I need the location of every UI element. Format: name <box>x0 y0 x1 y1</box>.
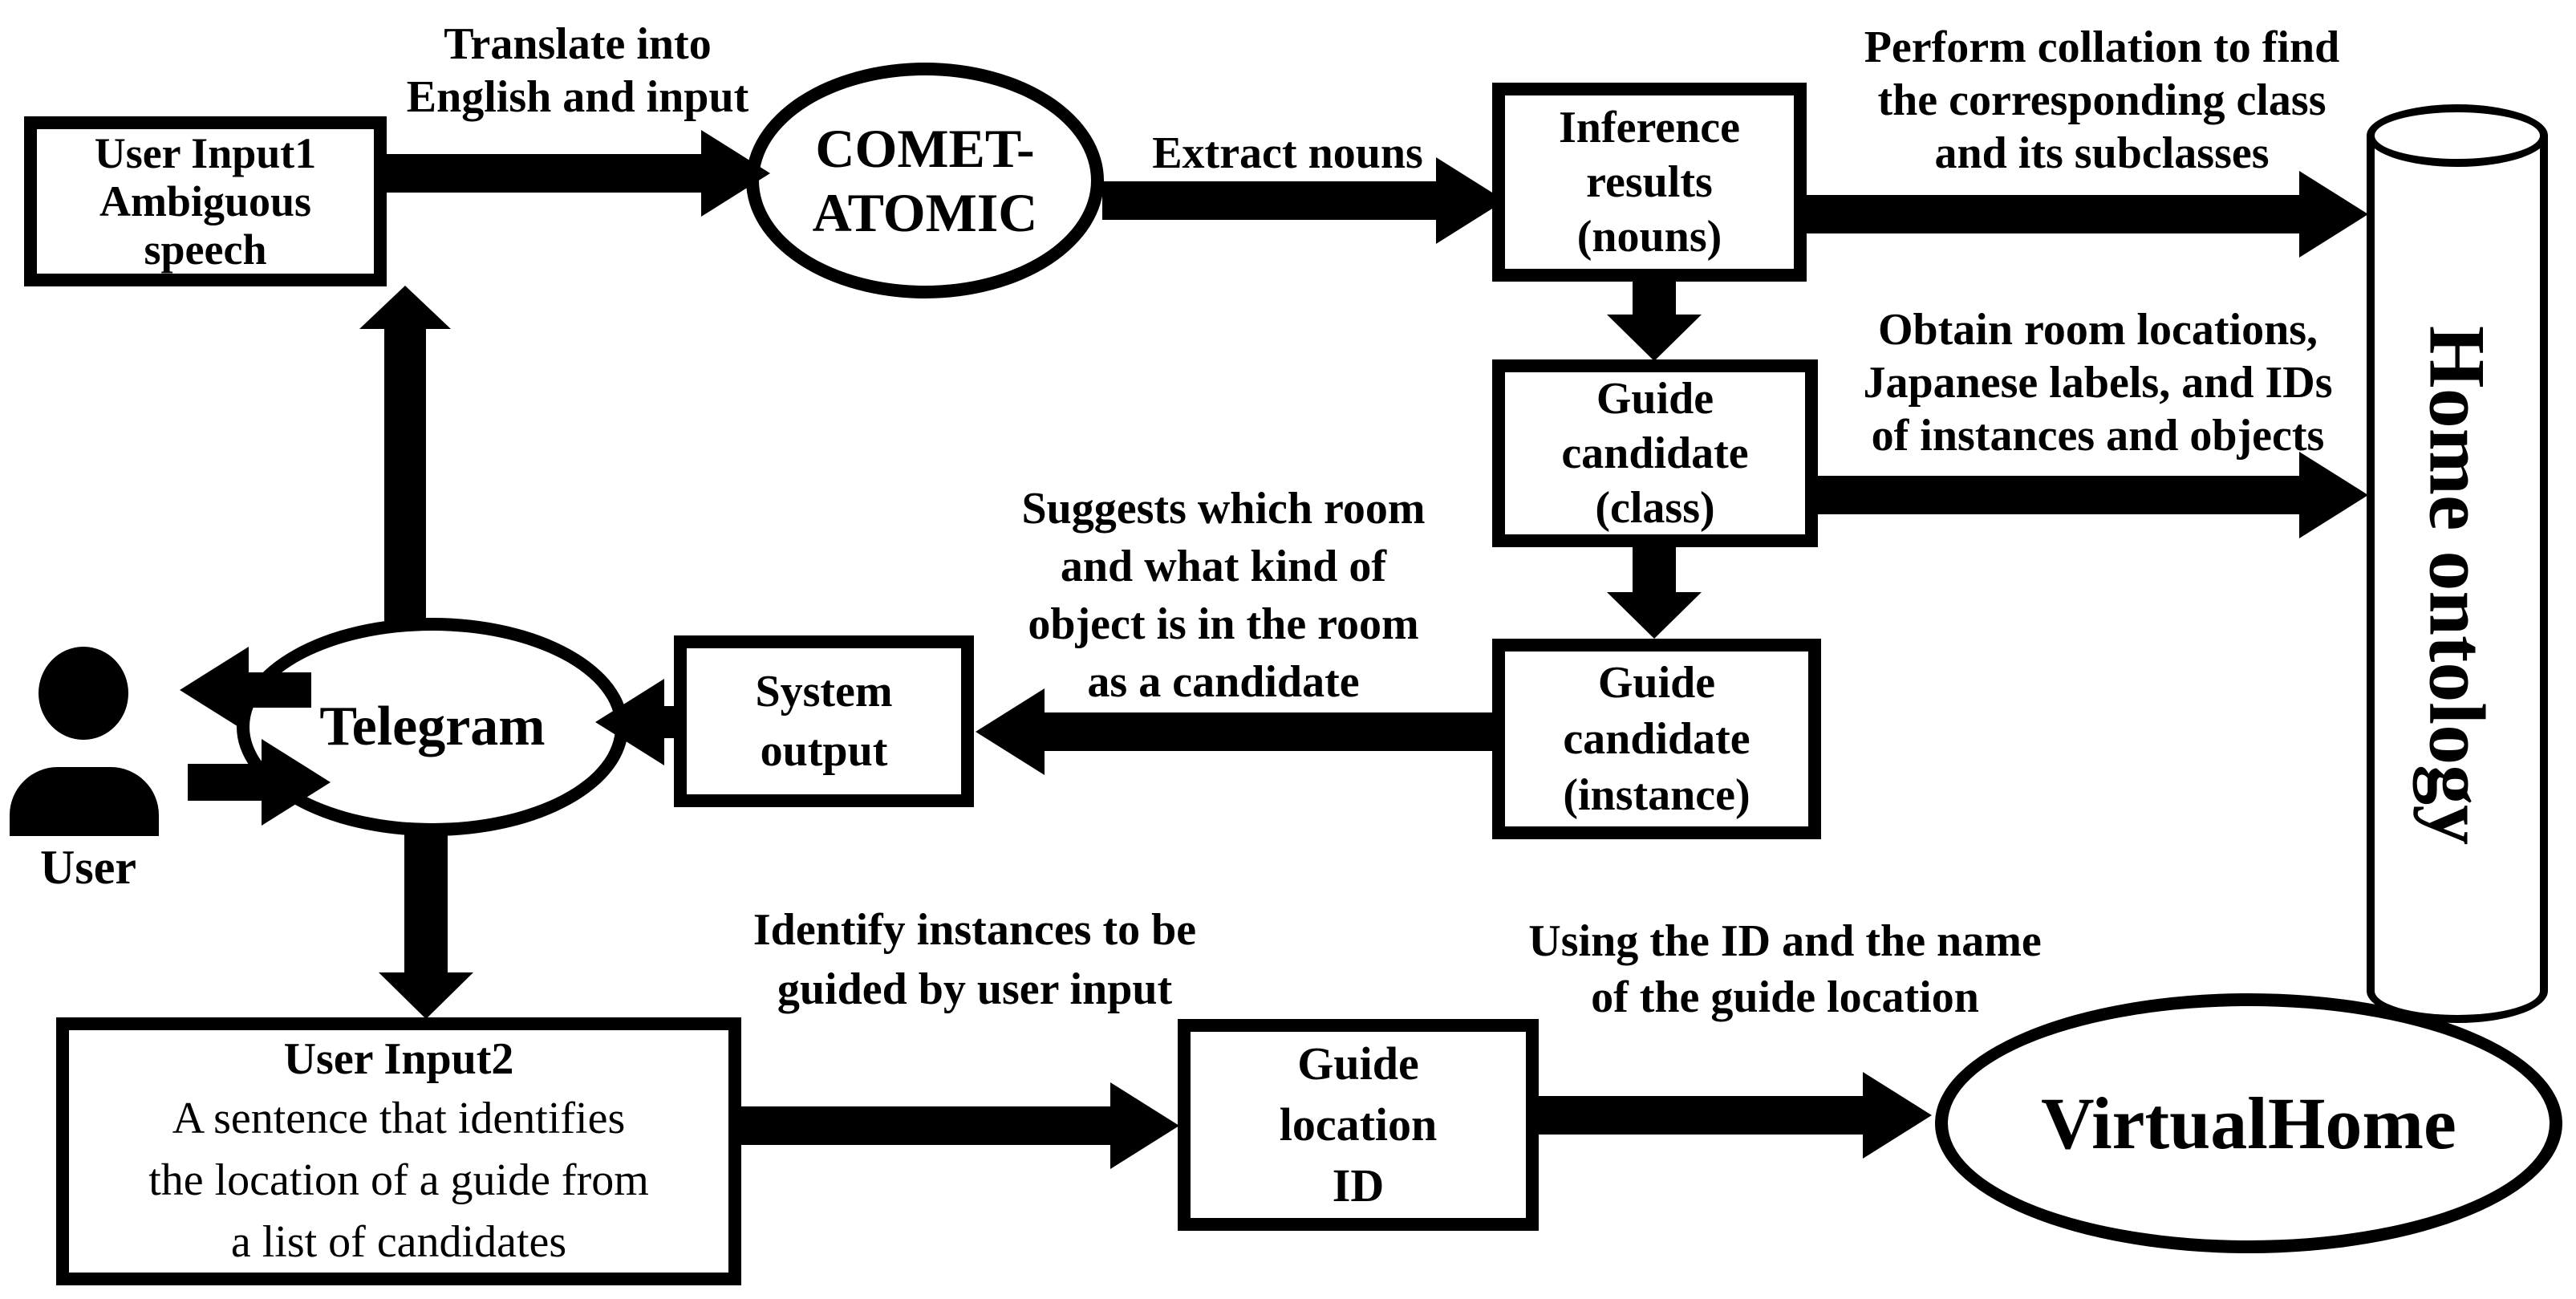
arrow-user-to-telegram-shaft <box>188 764 262 801</box>
label-suggests: Suggests which room and what kind of obj… <box>979 480 1468 711</box>
label-identify-line: Identify instances to be <box>753 905 1197 955</box>
guide-candidate-instance-line: (instance) <box>1563 770 1750 820</box>
label-obtain-rooms: Obtain room locations, Japanese labels, … <box>1817 303 2379 462</box>
arrow-instance-to-systemoutput-head <box>976 688 1045 775</box>
arrow-userinput2-to-guidelocation-head <box>1110 1082 1179 1169</box>
system-output-line: System <box>755 667 893 716</box>
guide-location-id-line: location <box>1279 1098 1438 1151</box>
label-obtain-rooms-line: Obtain room locations, <box>1877 305 2318 355</box>
user-input1-line: Ambiguous <box>99 177 312 225</box>
label-using-id-line: of the guide location <box>1591 972 1979 1022</box>
user-input2-title: User Input2 <box>283 1033 514 1084</box>
arrow-class-to-instance-shaft <box>1633 547 1676 594</box>
arrow-telegram-to-userinput2-head <box>379 972 473 1019</box>
arrow-userinput1-to-comet-shaft <box>387 154 701 193</box>
arrow-guidelocation-to-virtualhome-shaft <box>1539 1096 1863 1135</box>
guide-candidate-class-line: Guide <box>1596 374 1714 424</box>
home-ontology-cylinder-cap <box>2367 104 2548 167</box>
virtualhome-label: VirtualHome <box>2041 1082 2456 1164</box>
label-identify: Identify instances to be guided by user … <box>714 900 1235 1019</box>
inference-results-line: Inference <box>1559 103 1740 152</box>
user-input1-title: User Input1 <box>94 129 317 177</box>
user-input2-line: the location of a guide from <box>148 1155 649 1205</box>
label-translate-line: Translate into <box>444 19 712 69</box>
arrow-user-to-telegram-head <box>262 739 331 826</box>
arrow-comet-to-inference-head <box>1436 157 1505 244</box>
arrow-inference-to-class-shaft <box>1633 282 1676 317</box>
arrow-guidelocation-to-virtualhome-head <box>1863 1072 1932 1159</box>
arrow-class-to-instance-head <box>1607 592 1702 639</box>
label-using-id-line: Using the ID and the name <box>1528 916 2042 966</box>
user-input2-line: a list of candidates <box>230 1216 567 1267</box>
label-suggests-line: and what kind of <box>1060 542 1387 591</box>
comet-atomic-ellipse: COMET- ATOMIC <box>746 63 1104 298</box>
arrow-class-to-ontology-head <box>2299 452 2368 538</box>
label-translate: Translate into English and input <box>369 18 786 124</box>
label-obtain-rooms-line: Japanese labels, and IDs <box>1863 358 2333 408</box>
home-ontology-cylinder-body <box>2367 136 2548 1023</box>
arrow-inference-to-class-head <box>1607 315 1702 361</box>
system-output-line: output <box>760 726 888 776</box>
guide-location-id-line: Guide <box>1297 1037 1419 1090</box>
guide-candidate-class-line: (class) <box>1595 483 1715 533</box>
user-input2-box: User Input2 A sentence that identifies t… <box>56 1017 741 1285</box>
user-input1-line: speech <box>144 225 267 274</box>
label-suggests-line: object is in the room <box>1028 599 1419 649</box>
inference-results-line: (nouns) <box>1576 212 1722 262</box>
arrow-telegram-to-userinput2-shaft <box>404 833 448 972</box>
guide-location-id-line: ID <box>1332 1159 1385 1212</box>
inference-results-box: Inference results (nouns) <box>1492 83 1807 282</box>
user-input1-box: User Input1 Ambiguous speech <box>24 116 387 286</box>
label-extract-nouns-line: Extract nouns <box>1152 128 1423 178</box>
user-icon-body <box>10 767 159 836</box>
guide-candidate-instance-box: Guide candidate (instance) <box>1492 639 1821 839</box>
label-identify-line: guided by user input <box>777 964 1173 1014</box>
telegram-label: Telegram <box>319 696 546 757</box>
comet-atomic-line: COMET- <box>815 118 1035 179</box>
arrow-telegram-to-userinput1-head <box>359 286 451 329</box>
label-extract-nouns: Extract nouns <box>1115 127 1460 180</box>
label-perform-collation-line: the corresponding class <box>1877 75 2327 125</box>
arrow-instance-to-systemoutput-shaft <box>1045 712 1492 751</box>
guide-candidate-class-line: candidate <box>1561 428 1749 478</box>
system-output-box: System output <box>674 635 974 807</box>
arrow-userinput1-to-comet-head <box>701 130 770 217</box>
label-using-id: Using the ID and the name of the guide l… <box>1504 913 2066 1025</box>
user-input2-line: A sentence that identifies <box>172 1093 626 1143</box>
guide-location-id-box: Guide location ID <box>1178 1019 1539 1231</box>
arrow-inference-to-ontology-shaft <box>1807 195 2299 233</box>
home-ontology-label: Home ontology <box>2412 325 2502 846</box>
arrow-systemoutput-to-telegram-head <box>595 679 664 765</box>
arrow-telegram-to-user-head <box>180 647 249 733</box>
arrow-telegram-to-userinput1-shaft <box>384 327 426 621</box>
guide-candidate-instance-line: Guide <box>1597 658 1716 708</box>
guide-candidate-instance-line: candidate <box>1563 714 1750 764</box>
guide-candidate-class-box: Guide candidate (class) <box>1492 359 1818 547</box>
label-perform-collation-line: Perform collation to find <box>1864 22 2340 72</box>
user-label: User <box>40 841 136 894</box>
comet-atomic-line: ATOMIC <box>812 182 1038 243</box>
label-suggests-line: Suggests which room <box>1021 484 1426 534</box>
virtualhome-ellipse: VirtualHome <box>1935 993 2562 1253</box>
label-obtain-rooms-line: of instances and objects <box>1871 411 2325 461</box>
label-perform-collation: Perform collation to find the correspond… <box>1821 21 2383 180</box>
label-translate-line: English and input <box>406 72 749 122</box>
user-icon-head <box>39 647 128 740</box>
label-perform-collation-line: and its subclasses <box>1934 128 2270 178</box>
arrow-comet-to-inference-shaft <box>1102 181 1436 220</box>
arrow-class-to-ontology-shaft <box>1818 476 2299 514</box>
inference-results-line: results <box>1586 157 1713 207</box>
arrow-userinput2-to-guidelocation-shaft <box>741 1106 1110 1145</box>
arrow-inference-to-ontology-head <box>2299 171 2368 258</box>
label-suggests-line: as a candidate <box>1087 657 1360 707</box>
arrow-systemoutput-to-telegram-shaft <box>663 706 675 738</box>
